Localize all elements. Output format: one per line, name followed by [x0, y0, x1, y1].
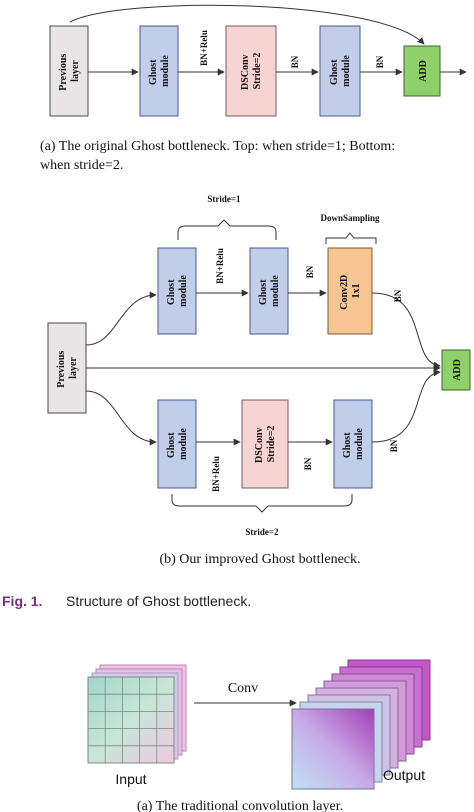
top-merge-curve	[371, 292, 441, 369]
fig-b-diagram: Stride=1 DownSampling Previous layer Gho…	[47, 194, 471, 537]
conv2d-label: Conv2D	[339, 275, 350, 310]
svg-text:Ghost module: Ghost module	[148, 55, 171, 87]
fig1-title: Structure of Ghost bottleneck.	[66, 593, 251, 609]
fig1-label: Fig. 1.	[2, 593, 42, 609]
ghost-label-2: Ghost	[329, 59, 340, 85]
stride1-brace	[177, 219, 277, 240]
svg-text:DSConv Stride=2: DSConv Stride=2	[254, 425, 277, 463]
svg-text:Ghost module: Ghost module	[342, 428, 365, 460]
downsampling-brace	[325, 232, 377, 244]
fig-a-diagram: Previous layer Ghost module BN+Relu DSCo…	[49, 4, 467, 117]
bot-ghost1-label: Ghost	[166, 432, 177, 458]
svg-text:Conv2D 1x1: Conv2D 1x1	[339, 272, 362, 310]
svg-text:Ghost module: Ghost module	[258, 275, 281, 307]
module-label-2: module	[341, 55, 352, 87]
bot-bn-relu-label: BN+Relu	[211, 456, 221, 492]
previous-layer-label-2: layer	[70, 60, 81, 82]
bot-ghost2-label: Ghost	[342, 432, 353, 458]
svg-text:Ghost module: Ghost module	[166, 275, 189, 307]
add-box	[403, 45, 441, 97]
output-label: Output	[383, 767, 425, 783]
top-module2-label: module	[270, 275, 281, 307]
bottom-branch-curve	[85, 390, 157, 446]
previous-layer-label-b2: layer	[68, 357, 79, 379]
skip-connection-arrow	[69, 4, 425, 45]
svg-text:Previous layer: Previous layer	[56, 348, 79, 388]
ghost-label: Ghost	[148, 59, 159, 85]
bot-stride-label: Stride=2	[266, 426, 277, 463]
top-bn2-label: BN	[393, 289, 403, 302]
conv2d-box	[327, 247, 373, 335]
output-tensor	[291, 659, 431, 790]
bn-label-2: BN	[375, 55, 385, 68]
bottom-dsconv-box	[241, 399, 289, 489]
module-label: module	[160, 55, 171, 87]
bot-bn2-label: BN	[389, 439, 399, 452]
bn-relu-label: BN+Relu	[199, 30, 209, 66]
top-bn-relu-label: BN+Relu	[215, 248, 225, 284]
top-ghost-box-1	[157, 247, 197, 335]
top-ghost-box-2	[249, 247, 289, 335]
top-bn1-label: BN	[305, 265, 315, 278]
svg-text:Previous layer: Previous layer	[58, 51, 81, 91]
bot-module1-label: module	[178, 428, 189, 460]
stride-label: Stride=2	[252, 53, 263, 90]
fig-c-diagram: Conv Input Output	[87, 659, 431, 790]
svg-text:DSConv Stride=2: DSConv Stride=2	[240, 52, 263, 90]
add-label-b: ADD	[452, 359, 463, 381]
svg-text:Ghost module: Ghost module	[166, 428, 189, 460]
bot-dsconv-label: DSConv	[254, 427, 265, 463]
stride2-brace	[171, 494, 353, 513]
input-label: Input	[115, 771, 146, 787]
top-ghost1-label: Ghost	[166, 279, 177, 305]
dsconv-box	[225, 25, 277, 117]
caption-a-line2: when stride=2.	[40, 158, 123, 173]
bot-bn1-label: BN	[303, 457, 313, 470]
conv2d-kernel-label: 1x1	[351, 284, 362, 299]
top-ghost2-label: Ghost	[258, 279, 269, 305]
ghost-module-box-1	[139, 25, 179, 117]
stride1-label: Stride=1	[207, 194, 241, 204]
bottom-ghost-box-2	[333, 399, 373, 489]
bottom-merge-curve	[371, 369, 441, 443]
add-label: ADD	[418, 60, 429, 82]
bn-label-1: BN	[290, 55, 300, 68]
caption-b: (b) Our improved Ghost bottleneck.	[159, 552, 360, 567]
top-branch-curve	[85, 291, 157, 346]
downsampling-label: DownSampling	[320, 213, 380, 223]
dsconv-label: DSConv	[240, 54, 251, 90]
conv-label: Conv	[228, 681, 258, 696]
caption-a-line1: (a) The original Ghost bottleneck. Top: …	[40, 139, 395, 154]
add-box-b	[441, 349, 471, 391]
previous-layer-label: Previous	[58, 54, 69, 91]
bot-module2-label: module	[354, 428, 365, 460]
ghost-module-box-2	[319, 25, 361, 117]
input-tensor	[87, 664, 187, 764]
svg-text:Ghost module: Ghost module	[329, 55, 352, 87]
top-module1-label: module	[178, 275, 189, 307]
caption-c: (a) The traditional convolution layer.	[137, 799, 343, 812]
stride2-label: Stride=2	[245, 527, 279, 537]
previous-layer-box-b	[47, 322, 87, 414]
bottom-ghost-box-1	[157, 399, 197, 489]
previous-layer-label-b: Previous	[56, 351, 67, 388]
previous-layer-box	[49, 25, 89, 117]
